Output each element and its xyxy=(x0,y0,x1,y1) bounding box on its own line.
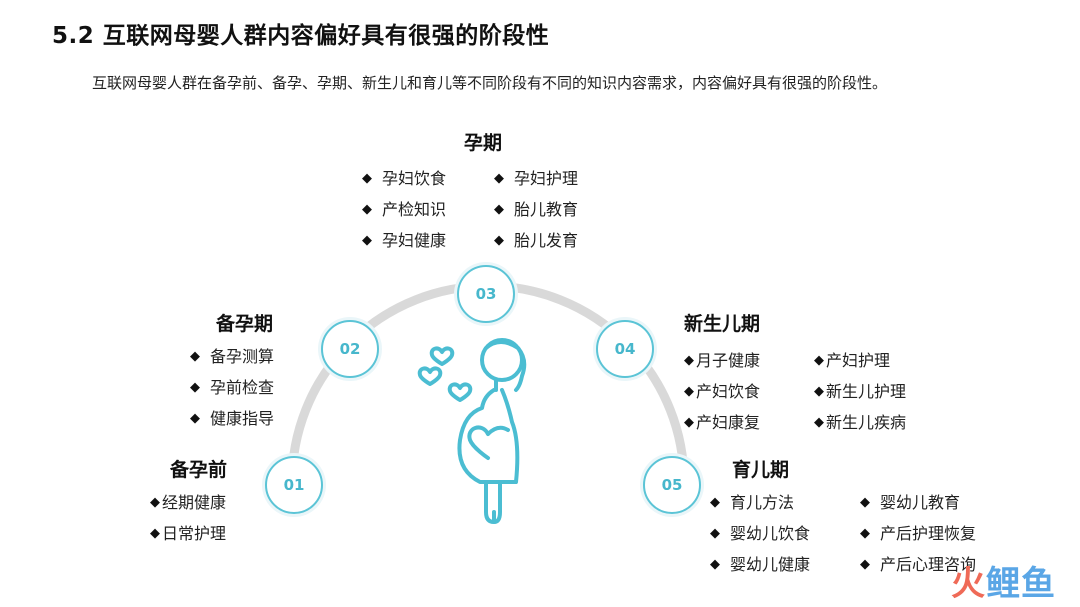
list-item: ◆胎儿发育 xyxy=(494,231,579,250)
page-title: 5.2 互联网母婴人群内容偏好具有很强的阶段性 xyxy=(52,23,550,49)
list-item: ◆婴幼儿健康 xyxy=(710,555,811,574)
stage-items-parenting: ◆育儿方法 ◆婴幼儿教育 ◆婴幼儿饮食 ◆产后护理恢复 ◆婴幼儿健康 ◆产后心理… xyxy=(710,491,1000,576)
diamond-bullet-icon: ◆ xyxy=(150,495,160,510)
stage-items-before-prepregnancy: ◆经期健康 ◆日常护理 xyxy=(150,491,226,545)
heart-icon xyxy=(447,382,473,402)
list-item: ◆健康指导 xyxy=(190,409,275,428)
stage-node-05: 05 xyxy=(643,456,701,514)
list-item: ◆备孕测算 xyxy=(190,347,275,366)
list-item: ◆日常护理 xyxy=(150,524,227,543)
diamond-bullet-icon: ◆ xyxy=(860,495,870,510)
list-item: ◆产后护理恢复 xyxy=(860,524,977,543)
diamond-bullet-icon: ◆ xyxy=(150,526,160,541)
diamond-bullet-icon: ◆ xyxy=(814,415,824,430)
list-item: ◆婴幼儿饮食 xyxy=(710,524,811,543)
diamond-bullet-icon: ◆ xyxy=(710,526,720,541)
stage-node-04: 04 xyxy=(596,320,654,378)
heart-icon xyxy=(429,346,455,366)
diamond-bullet-icon: ◆ xyxy=(362,233,372,248)
stage-node-02: 02 xyxy=(321,320,379,378)
diamond-bullet-icon: ◆ xyxy=(684,384,694,399)
diamond-bullet-icon: ◆ xyxy=(494,171,504,186)
stage-title-before-prepregnancy: 备孕前 xyxy=(170,459,228,481)
list-item: ◆经期健康 xyxy=(150,493,227,512)
stage-node-01: 01 xyxy=(265,456,323,514)
stage-items-pregnancy: ◆孕妇饮食 ◆孕妇护理 ◆产检知识 ◆胎儿教育 ◆孕妇健康 ◆胎儿发育 xyxy=(362,167,594,252)
diamond-bullet-icon: ◆ xyxy=(860,526,870,541)
diamond-bullet-icon: ◆ xyxy=(684,415,694,430)
list-item: ◆新生儿护理 xyxy=(814,382,907,401)
list-item: ◆产妇护理 xyxy=(814,351,891,370)
list-item: ◆产检知识 xyxy=(362,200,447,219)
diamond-bullet-icon: ◆ xyxy=(814,384,824,399)
list-item: ◆胎儿教育 xyxy=(494,200,579,219)
watermark-logo: 火鲤鱼 xyxy=(951,564,1056,604)
list-item: ◆婴幼儿教育 xyxy=(860,493,961,512)
stage-node-03: 03 xyxy=(457,265,515,323)
diamond-bullet-icon: ◆ xyxy=(362,171,372,186)
list-item: ◆育儿方法 xyxy=(710,493,795,512)
list-item: ◆月子健康 xyxy=(684,351,761,370)
diamond-bullet-icon: ◆ xyxy=(860,557,870,572)
diamond-bullet-icon: ◆ xyxy=(684,353,694,368)
stage-title-newborn: 新生儿期 xyxy=(684,313,761,335)
diamond-bullet-icon: ◆ xyxy=(710,495,720,510)
heart-icon xyxy=(417,366,443,386)
diamond-bullet-icon: ◆ xyxy=(190,349,200,364)
diamond-bullet-icon: ◆ xyxy=(494,202,504,217)
stage-title-parenting: 育儿期 xyxy=(732,459,790,481)
list-item: ◆孕妇饮食 xyxy=(362,169,447,188)
pregnant-woman-icon xyxy=(417,338,527,524)
diamond-bullet-icon: ◆ xyxy=(494,233,504,248)
diamond-bullet-icon: ◆ xyxy=(190,411,200,426)
list-item: ◆孕妇护理 xyxy=(494,169,579,188)
diamond-bullet-icon: ◆ xyxy=(190,380,200,395)
list-item: ◆孕前检查 xyxy=(190,378,275,397)
stage-items-newborn: ◆月子健康 ◆产妇护理 ◆产妇饮食 ◆新生儿护理 ◆产妇康复 ◆新生儿疾病 xyxy=(684,349,924,434)
stage-items-prepregnancy: ◆备孕测算 ◆孕前检查 ◆健康指导 xyxy=(190,345,274,430)
list-item: ◆产妇饮食 xyxy=(684,382,761,401)
diamond-bullet-icon: ◆ xyxy=(710,557,720,572)
diamond-bullet-icon: ◆ xyxy=(814,353,824,368)
stage-title-pregnancy: 孕期 xyxy=(464,132,503,154)
intro-text: 互联网母婴人群在备孕前、备孕、孕期、新生儿和育儿等不同阶段有不同的知识内容需求，… xyxy=(92,74,888,92)
list-item: ◆新生儿疾病 xyxy=(814,413,907,432)
stage-title-prepregnancy: 备孕期 xyxy=(216,313,274,335)
diamond-bullet-icon: ◆ xyxy=(362,202,372,217)
list-item: ◆产妇康复 xyxy=(684,413,761,432)
list-item: ◆产后心理咨询 xyxy=(860,555,977,574)
list-item: ◆孕妇健康 xyxy=(362,231,447,250)
